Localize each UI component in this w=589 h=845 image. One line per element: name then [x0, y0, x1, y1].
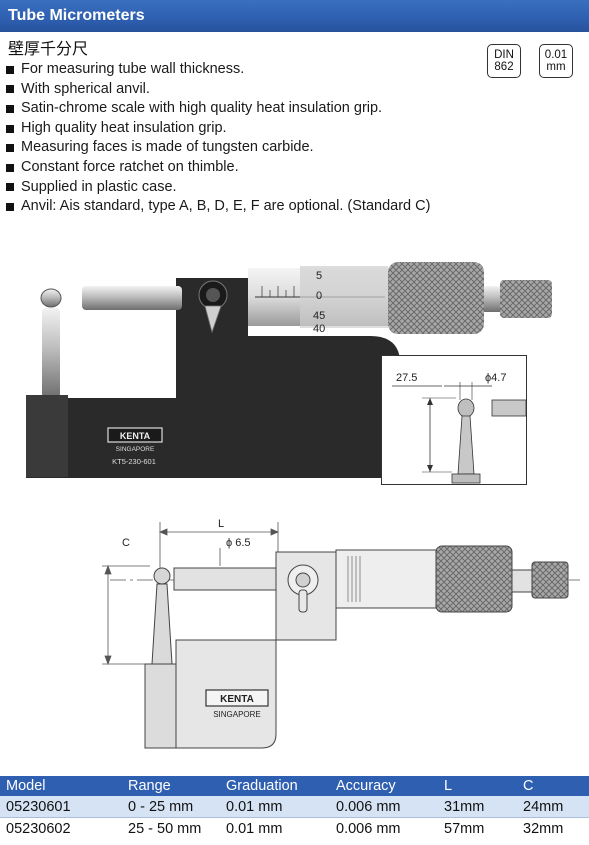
drawing-label-c: C: [122, 537, 130, 549]
table-cell: 24mm: [517, 796, 589, 818]
chinese-title: 壁厚千分尺: [8, 41, 89, 58]
feature-item: High quality heat insulation grip.: [6, 119, 430, 139]
inset-dim-left: 27.5: [396, 372, 417, 384]
graduation-badge-line1: 0.01: [544, 49, 568, 61]
graduation-badge-line2: mm: [546, 61, 566, 73]
column-header: Accuracy: [330, 776, 438, 796]
feature-text: Measuring faces is made of tungsten carb…: [21, 139, 314, 156]
table-cell: 0.006 mm: [330, 817, 438, 839]
column-header: Model: [0, 776, 122, 796]
feature-item: Supplied in plastic case.: [6, 178, 430, 198]
table-cell: 25 - 50 mm: [122, 817, 220, 839]
scale-mark: 40: [313, 323, 325, 335]
bullet-square-icon: [6, 202, 14, 211]
column-header: Range: [122, 776, 220, 796]
photo-brand-sub: SINGAPORE: [116, 446, 155, 453]
table-cell: 0.01 mm: [220, 817, 330, 839]
feature-item: Measuring faces is made of tungsten carb…: [6, 138, 430, 158]
din-badge-line2: 862: [494, 61, 514, 73]
spec-table: Model Range Graduation Accuracy L C 0523…: [0, 776, 589, 839]
inset-dim-right: ϕ4.7: [485, 372, 506, 384]
page-title: Tube Micrometers: [8, 7, 145, 24]
table-cell: 0.006 mm: [330, 796, 438, 818]
page-title-bar: Tube Micrometers: [0, 0, 589, 32]
table-cell: 32mm: [517, 817, 589, 839]
feature-text: For measuring tube wall thickness.: [21, 61, 245, 77]
bullet-square-icon: [6, 124, 14, 133]
bullet-square-icon: [6, 104, 14, 113]
feature-item: Constant force ratchet on thimble.: [6, 158, 430, 178]
table-row: 05230601 0 - 25 mm 0.01 mm 0.006 mm 31mm…: [0, 796, 589, 818]
table-cell: 31mm: [438, 796, 517, 818]
feature-item: For measuring tube wall thickness.: [6, 60, 430, 80]
bullet-square-icon: [6, 183, 14, 192]
bullet-square-icon: [6, 65, 14, 74]
drawing-label-l: L: [218, 518, 224, 530]
feature-text: With spherical anvil.: [21, 80, 150, 97]
feature-text: Supplied in plastic case.: [21, 178, 177, 195]
bullet-square-icon: [6, 163, 14, 172]
table-cell: 05230601: [0, 796, 122, 818]
technical-drawing: L C ϕ 6.5 KENTA SINGAPORE: [102, 518, 580, 749]
drawing-label-diameter: ϕ 6.5: [226, 537, 251, 549]
drawing-brand-logo: KENTA: [220, 694, 254, 705]
table-row: 05230602 25 - 50 mm 0.01 mm 0.006 mm 57m…: [0, 817, 589, 839]
scale-mark: 5: [316, 270, 322, 282]
bullet-square-icon: [6, 144, 14, 153]
feature-item: With spherical anvil.: [6, 80, 430, 100]
table-cell: 05230602: [0, 817, 122, 839]
scale-mark: 45: [313, 310, 325, 322]
photo-model-code: KT5-230-601: [112, 457, 156, 466]
bullet-square-icon: [6, 85, 14, 94]
table-cell: 0 - 25 mm: [122, 796, 220, 818]
column-header: C: [517, 776, 589, 796]
photo-brand-logo: KENTA: [120, 431, 151, 441]
anvil-detail-diagram: 27.5 ϕ4.7: [381, 355, 527, 485]
feature-text: Satin-chrome scale with high quality hea…: [21, 100, 383, 117]
column-header: L: [438, 776, 517, 796]
drawing-brand-sub: SINGAPORE: [213, 710, 261, 719]
column-header: Graduation: [220, 776, 330, 796]
table-header-row: Model Range Graduation Accuracy L C: [0, 776, 589, 796]
feature-item: Satin-chrome scale with high quality hea…: [6, 99, 430, 119]
feature-text: Anvil: Ais standard, type A, B, D, E, F …: [21, 198, 431, 215]
din-badge: DIN 862: [487, 44, 521, 78]
micrometer-photo: 5 0 45 40 KENTA SINGAPORE KT5-230-601: [26, 262, 552, 478]
scale-mark: 0: [316, 290, 322, 302]
feature-list: For measuring tube wall thickness. With …: [6, 60, 430, 217]
feature-text: Constant force ratchet on thimble.: [21, 158, 239, 175]
graduation-badge: 0.01 mm: [539, 44, 573, 78]
table-cell: 0.01 mm: [220, 796, 330, 818]
feature-item: Anvil: Ais standard, type A, B, D, E, F …: [6, 197, 430, 217]
din-badge-line1: DIN: [494, 49, 514, 61]
table-cell: 57mm: [438, 817, 517, 839]
feature-text: High quality heat insulation grip.: [21, 119, 227, 136]
